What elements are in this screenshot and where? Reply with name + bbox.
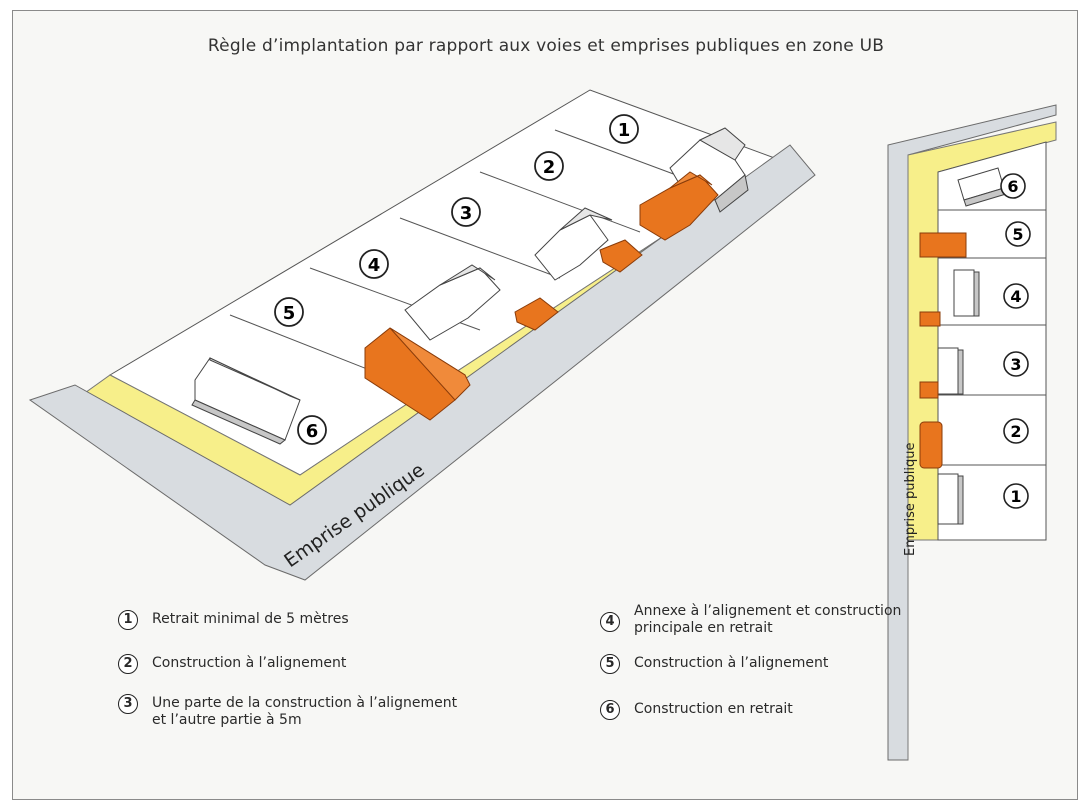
legend-text-2: Construction à l’alignement: [152, 655, 347, 671]
svg-text:6: 6: [306, 421, 319, 442]
legend-number-1: 1: [118, 610, 138, 630]
legend-item-1: 1 Retrait minimal de 5 mètres: [118, 610, 538, 632]
legend-item-5: 5 Construction à l’alignement: [600, 654, 1020, 676]
building-lot1-annex: [639, 171, 719, 241]
building-lot2-annex: [599, 239, 643, 273]
legend-item-3: 3 Une parte de la construction à l’align…: [118, 694, 558, 734]
side-lot-marker-1: 1: [1003, 483, 1029, 509]
legend-text-5: Construction à l’alignement: [634, 655, 829, 671]
legend-text-6: Construction en retrait: [634, 701, 793, 717]
legend-text-4: Annexe à l’alignement et construction: [634, 603, 902, 619]
main-lot-labels: 1 2 3 4 5 6: [274, 114, 639, 445]
legend-number-3: 3: [118, 694, 138, 714]
side-building-lot3-annex: [919, 381, 939, 399]
figure-title: Règle d’implantation par rapport aux voi…: [207, 36, 885, 56]
side-building-lot2: [919, 421, 943, 469]
svg-text:1: 1: [1010, 487, 1021, 506]
legend-number-6: 6: [600, 700, 620, 720]
building-lot4-main: [404, 264, 501, 341]
legend-text-3-line2: et l’autre partie à 5m: [152, 712, 302, 728]
implantation-diagram: 1 2 3 4 5 6 Emprise publique 6 5 4 3 2 1…: [28, 89, 1057, 761]
svg-text:1: 1: [618, 120, 631, 141]
lot-marker-2: 2: [534, 151, 564, 181]
legend-item-4: 4 Annexe à l’alignement et construction …: [600, 602, 1020, 642]
side-lot-marker-3: 3: [1003, 351, 1029, 377]
svg-text:5: 5: [283, 303, 296, 324]
side-building-lot4: [953, 269, 980, 317]
building-lot2-main: [534, 207, 613, 281]
svg-text:4: 4: [368, 255, 381, 276]
svg-text:6: 6: [1007, 177, 1018, 196]
side-lot-dividers: [938, 209, 1046, 466]
legend-number-2: 2: [118, 654, 138, 674]
lot-marker-3: 3: [451, 197, 481, 227]
side-lot-labels: 6 5 4 3 2 1: [1000, 173, 1031, 509]
legend-text-4-line2: principale en retrait: [634, 620, 773, 636]
legend-item-2: 2 Construction à l’alignement: [118, 654, 538, 676]
lot-marker-6: 6: [297, 415, 327, 445]
side-building-lot1: [937, 473, 964, 525]
building-lot6-main: [191, 357, 301, 445]
road: [28, 144, 816, 581]
side-lot-marker-2: 2: [1003, 418, 1029, 444]
svg-text:5: 5: [1012, 225, 1023, 244]
lot-marker-5: 5: [274, 297, 304, 327]
lot-marker-4: 4: [359, 249, 389, 279]
svg-text:2: 2: [1010, 422, 1021, 441]
legend-number-5: 5: [600, 654, 620, 674]
side-lot-marker-6: 6: [1000, 173, 1026, 199]
svg-text:3: 3: [460, 203, 473, 224]
side-lot-marker-5: 5: [1005, 221, 1031, 247]
side-lot-marker-4: 4: [1003, 283, 1029, 309]
legend-text-3: Une parte de la construction à l’alignem…: [152, 695, 458, 711]
building-lot5-annex: [364, 327, 471, 421]
side-building-lot5: [919, 232, 967, 258]
building-lot3-annex: [514, 297, 559, 331]
legend-item-6: 6 Construction en retrait: [600, 700, 1020, 722]
side-building-lot3: [937, 347, 964, 395]
svg-text:2: 2: [543, 157, 556, 178]
svg-text:4: 4: [1010, 287, 1021, 306]
side-building-lot4-annex: [919, 311, 941, 327]
lot-marker-1: 1: [609, 114, 639, 144]
side-road-label: Emprise publique: [903, 443, 918, 556]
legend-text-1: Retrait minimal de 5 mètres: [152, 611, 349, 627]
svg-text:3: 3: [1010, 355, 1021, 374]
legend-number-4: 4: [600, 612, 620, 632]
